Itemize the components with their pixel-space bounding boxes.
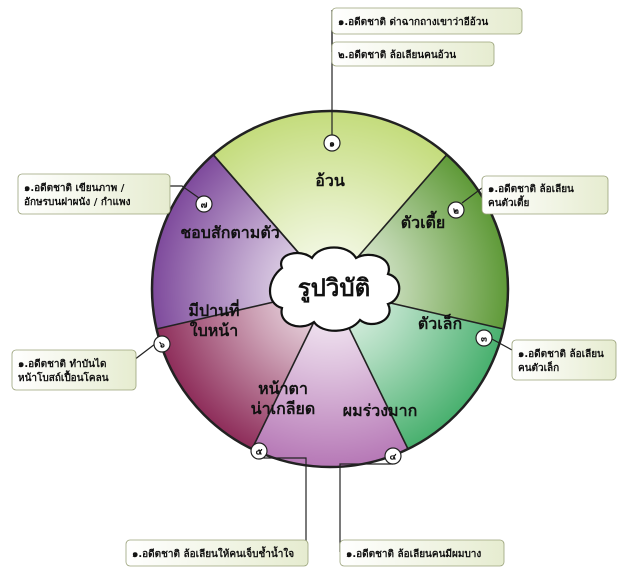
callout-5: ๑.อดีตชาติ ล้อเลียนคนมีผมบาง bbox=[339, 539, 505, 567]
callout-text-7: ๑.อดีตชาติ ทำบันได bbox=[18, 357, 106, 370]
callout-1: ๑.อดีตชาติ ด่าฉากถางเขาว่าอีอ้วน bbox=[331, 7, 523, 35]
segment-label-line: อ้วน bbox=[315, 171, 345, 190]
segment-label-line: ตัวเตี้ย bbox=[401, 210, 446, 232]
segment-label-7: ชอบสักตามตัว bbox=[180, 223, 279, 242]
leader-line-3 bbox=[461, 187, 483, 204]
segment-number-2: ๒ bbox=[453, 207, 459, 217]
callout-6: ๑.อดีตชาติ ล้อเลียนให้คนเจ็บช้ำน้ำใจ bbox=[125, 539, 309, 567]
callout-text-4: คนตัวเล็ก bbox=[518, 360, 559, 374]
segment-number-circle-4 bbox=[384, 447, 402, 465]
segment-label-4: ผมร่วงมาก bbox=[343, 401, 418, 420]
callout-box bbox=[339, 539, 505, 567]
center-cloud: รูปวิบัติ bbox=[268, 246, 401, 332]
segment-number-5: ๕ bbox=[256, 448, 263, 458]
callout-boxes: ๑.อดีตชาติ ด่าฉากถางเขาว่าอีอ้วน๒.อดีตชา… bbox=[11, 7, 617, 567]
callout-box bbox=[481, 175, 609, 215]
segment-label-line: ชอบสักตามตัว bbox=[180, 223, 279, 242]
segment-label-line: ตัวเล็ก bbox=[418, 312, 462, 333]
leader-lines bbox=[133, 10, 513, 552]
segment-number-circle-7 bbox=[195, 195, 213, 213]
segment-number-circle-1 bbox=[323, 134, 341, 152]
callout-box bbox=[17, 173, 171, 215]
callout-text-7: หน้าโบสถ์เปื้อนโคลน bbox=[18, 370, 109, 384]
leader-line-8 bbox=[168, 185, 200, 199]
segment-number-7: ๗ bbox=[201, 201, 208, 211]
callout-box bbox=[11, 349, 137, 391]
callout-text-5: ๑.อดีตชาติ ล้อเลียนคนมีผมบาง bbox=[346, 548, 481, 560]
segment-label-line: มีปานที่ bbox=[188, 299, 239, 320]
segment-label-2: ตัวเตี้ย bbox=[401, 210, 446, 232]
wheel-rim bbox=[150, 109, 510, 469]
cloud-shape bbox=[268, 246, 401, 332]
callout-text-3: คนตัวเตี้ย bbox=[488, 195, 530, 209]
callout-text-8: อักษรบนฝาผนัง / กำแพง bbox=[24, 196, 131, 208]
callout-text-3: ๑.อดีตชาติ ล้อเลียน bbox=[488, 183, 574, 195]
callout-text-6: ๑.อดีตชาติ ล้อเลียนให้คนเจ็บช้ำน้ำใจ bbox=[132, 546, 294, 560]
segment-label-line: ผมร่วงมาก bbox=[343, 401, 418, 420]
callout-8: ๑.อดีตชาติ เขียนภาพ / อักษรบนฝาผนัง / กำแ… bbox=[17, 173, 171, 215]
segment-label-1: อ้วน bbox=[315, 171, 345, 190]
callout-text-4: ๑.อดีตชาติ ล้อเลียน bbox=[518, 348, 604, 360]
segment-number-1: ๑ bbox=[329, 140, 335, 150]
leader-line-4 bbox=[489, 337, 513, 351]
segment-number-circle-3 bbox=[475, 329, 493, 347]
callout-box bbox=[125, 539, 309, 567]
center-label: รูปวิบัติ bbox=[298, 274, 370, 303]
leader-line-6 bbox=[259, 457, 307, 552]
leader-line-5 bbox=[339, 463, 393, 552]
segment-number-circle-6 bbox=[153, 335, 171, 353]
segment-label-line: น่าเกลียด bbox=[251, 399, 316, 418]
callout-text-2: ๒.อดีตชาติ ล้อเลียนคนอ้วน bbox=[338, 49, 456, 61]
segment-number-3: ๓ bbox=[481, 335, 487, 345]
segment-label-6: มีปานที่ใบหน้า bbox=[188, 299, 239, 340]
callout-text-1: ๑.อดีตชาติ ด่าฉากถางเขาว่าอีอ้วน bbox=[338, 16, 488, 28]
callout-2: ๒.อดีตชาติ ล้อเลียนคนอ้วน bbox=[331, 41, 495, 67]
segment-number-circle-5 bbox=[250, 442, 268, 460]
segment-label-line: หน้าตา bbox=[258, 379, 308, 398]
segment-label-5: หน้าตาน่าเกลียด bbox=[251, 379, 316, 418]
segment-label-3: ตัวเล็ก bbox=[418, 312, 462, 333]
segment-label-line: ใบหน้า bbox=[190, 321, 238, 340]
segment-number-6: ๖ bbox=[158, 341, 165, 351]
leader-line-7 bbox=[133, 343, 156, 361]
callout-box bbox=[331, 7, 523, 35]
segment-number-circle-2 bbox=[447, 201, 465, 219]
callout-box bbox=[511, 339, 617, 381]
callout-box bbox=[331, 41, 495, 67]
callout-text-8: ๑.อดีตชาติ เขียนภาพ / bbox=[24, 182, 125, 194]
segment-number-4: ๔ bbox=[390, 453, 397, 463]
